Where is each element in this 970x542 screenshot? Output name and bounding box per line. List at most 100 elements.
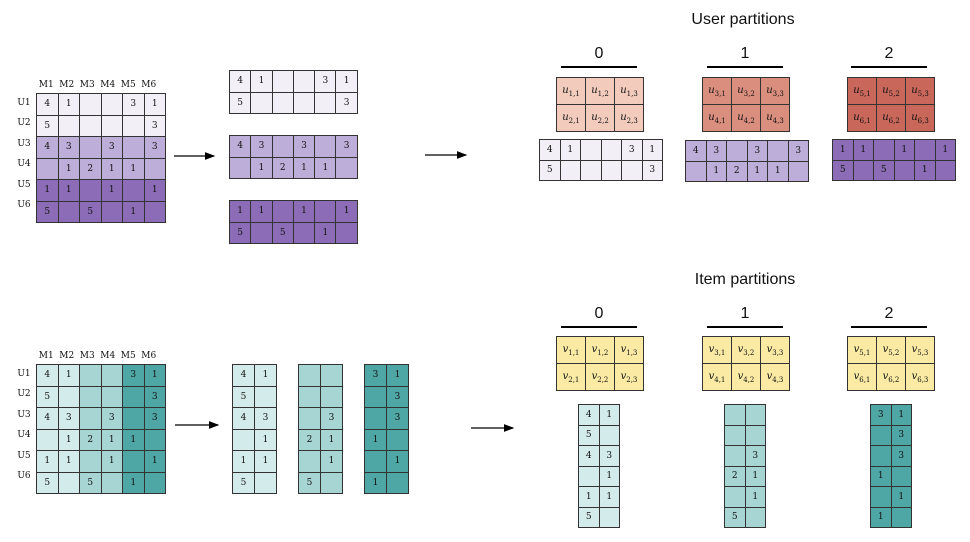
rating-cell xyxy=(724,445,746,467)
rating-cell xyxy=(364,450,387,473)
factor-cell: u1,3 xyxy=(614,77,644,105)
item-col-header-m5: M5 xyxy=(120,351,136,361)
rating-cell: 5 xyxy=(724,506,746,528)
grid-row: 1 xyxy=(870,506,912,528)
rating-cell xyxy=(320,385,343,408)
rating-cell xyxy=(335,156,358,179)
rating-cell xyxy=(852,159,874,181)
rating-cell: 3 xyxy=(143,407,166,430)
item-partition-label-1-bar xyxy=(707,326,783,328)
rating-cell: 3 xyxy=(122,93,145,116)
item-row-header-u5: U5 xyxy=(17,450,31,461)
factor-cell: u6,1 xyxy=(847,104,877,132)
rating-cell: 1 xyxy=(386,364,409,387)
rating-cell: 3 xyxy=(100,407,123,430)
rating-cell: 2 xyxy=(79,157,102,180)
rating-cell xyxy=(292,221,316,244)
rating-cell xyxy=(600,139,622,161)
rating-cell xyxy=(79,93,102,116)
item-col-header-m3: M3 xyxy=(79,351,95,361)
item-partition-label-2-bar xyxy=(851,326,927,328)
rating-cell xyxy=(79,114,102,137)
user-partition-label-1: 1 xyxy=(740,45,750,62)
rating-cell xyxy=(250,221,273,244)
factor-cell: v1,1 xyxy=(556,336,586,364)
rating-cell xyxy=(36,428,59,451)
grid-row: 3 xyxy=(724,445,766,467)
user-col-header-m6: M6 xyxy=(141,80,157,90)
factor-cell: u5,2 xyxy=(876,77,906,105)
rating-cell: 3 xyxy=(254,407,277,430)
factor-cell: u3,2 xyxy=(731,77,761,105)
user-partition-label-0-bar xyxy=(561,66,637,68)
factor-cell: u6,2 xyxy=(876,104,906,132)
rating-cell xyxy=(580,159,602,181)
grid-row xyxy=(298,385,343,408)
rating-cell: 1 xyxy=(57,179,80,202)
factor-cell: v5,1 xyxy=(847,336,877,364)
rating-cell: 1 xyxy=(57,93,80,116)
rating-cell: 1 xyxy=(57,450,80,473)
rating-cell: 3 xyxy=(122,364,145,387)
rating-cell xyxy=(122,114,145,137)
user-row-header-u2: U2 xyxy=(17,118,31,129)
rating-cell: 1 xyxy=(852,139,874,161)
rating-cell: 4 xyxy=(36,407,59,430)
rating-cell xyxy=(767,140,789,162)
grid-row: 5 xyxy=(578,506,620,528)
rating-cell xyxy=(79,179,102,202)
rating-cell xyxy=(143,200,166,223)
rating-cell: 1 xyxy=(890,404,912,426)
rating-cell: 1 xyxy=(832,139,854,161)
rating-cell xyxy=(787,160,809,182)
user-row-header-u6: U6 xyxy=(17,200,31,211)
factor-cell: u4,1 xyxy=(702,104,732,132)
rating-cell xyxy=(320,471,343,494)
rating-cell: 1 xyxy=(250,156,273,179)
grid-row: 3 xyxy=(298,407,343,430)
rating-cell xyxy=(685,160,707,182)
rating-cell: 5 xyxy=(832,159,854,181)
user-partition-label-1-bar xyxy=(707,66,783,68)
item-col-header-m2: M2 xyxy=(59,351,75,361)
factor-cell: u2,3 xyxy=(614,104,644,132)
rating-cell xyxy=(254,471,277,494)
item-partition-label-0-bar xyxy=(561,326,637,328)
rating-cell: 5 xyxy=(36,471,59,494)
rating-cell: 3 xyxy=(335,135,358,158)
rating-cell: 1 xyxy=(314,156,337,179)
rating-cell: 1 xyxy=(250,200,273,223)
rating-cell: 3 xyxy=(143,385,166,408)
user-partition-label-2: 2 xyxy=(884,45,894,62)
rating-cell xyxy=(143,471,166,494)
rating-cell xyxy=(726,140,748,162)
grid-row: 5 xyxy=(232,471,277,494)
factor-cell: u2,1 xyxy=(556,104,586,132)
rating-cell xyxy=(298,385,321,408)
rating-cell: 3 xyxy=(250,135,273,158)
item-row-header-u1: U1 xyxy=(17,368,31,379)
rating-cell: 5 xyxy=(79,471,102,494)
rating-cell: 3 xyxy=(746,140,768,162)
